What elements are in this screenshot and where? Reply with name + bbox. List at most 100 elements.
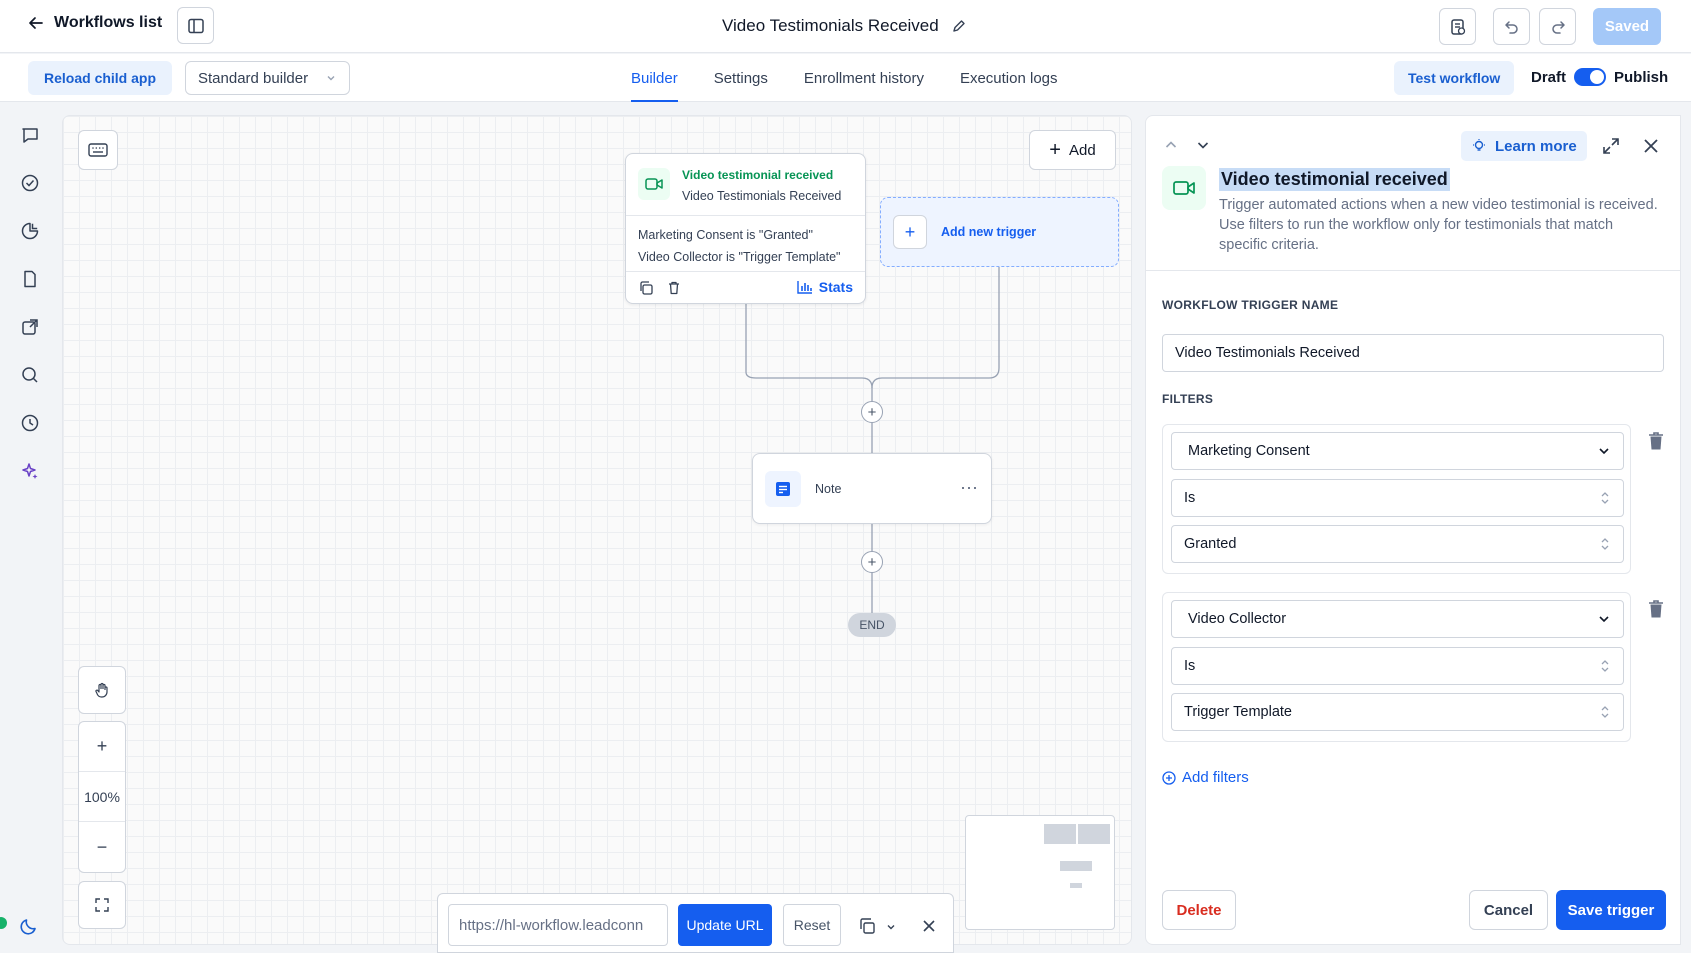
learn-more-label: Learn more (1495, 137, 1577, 155)
undo-icon (1504, 20, 1518, 34)
copy-icon[interactable] (858, 917, 876, 935)
trigger-name-input[interactable]: Video Testimonials Received (1162, 334, 1664, 372)
moon-theme-icon[interactable] (19, 914, 41, 936)
trigger-type-label: Video testimonial received (682, 168, 834, 182)
url-input[interactable] (448, 904, 668, 946)
test-workflow-button[interactable]: Test workflow (1394, 61, 1515, 95)
redo-button[interactable] (1539, 8, 1576, 45)
stats-label: Stats (818, 279, 853, 295)
trigger-condition: Video Collector is "Trigger Template" (638, 250, 841, 264)
trigger-condition: Marketing Consent is "Granted" (638, 228, 813, 242)
history-clock-icon[interactable] (19, 412, 41, 434)
delete-filter-button[interactable] (1646, 430, 1666, 452)
filter-field-select[interactable]: Marketing Consent (1171, 432, 1624, 470)
notes-button[interactable] (1439, 8, 1476, 45)
delete-filter-button[interactable] (1646, 598, 1666, 620)
plus-icon: + (1049, 139, 1061, 161)
update-url-button[interactable]: Update URL (678, 904, 772, 946)
bar-chart-icon (797, 281, 812, 294)
ai-sparkle-icon[interactable] (19, 460, 41, 482)
publish-label: Publish (1614, 68, 1669, 86)
draft-label: Draft (1531, 68, 1567, 86)
builder-mode-select[interactable]: Standard builder (185, 61, 350, 95)
add-filters-link[interactable]: Add filters (1162, 769, 1249, 786)
learn-more-button[interactable]: Learn more (1461, 131, 1587, 161)
tab-settings[interactable]: Settings (713, 69, 768, 87)
child-app-url-bar: Update URL Reset (437, 893, 954, 953)
online-status-dot (0, 917, 7, 929)
tab-builder[interactable]: Builder (631, 54, 678, 102)
end-node: END (848, 613, 896, 637)
saved-button[interactable]: Saved (1593, 8, 1661, 45)
lightbulb-icon (1473, 139, 1485, 151)
search-icon[interactable] (19, 364, 41, 386)
toggle-sidebar-button[interactable] (177, 7, 214, 44)
sort-arrows-icon (1601, 538, 1609, 550)
tab-execution-logs[interactable]: Execution logs (959, 69, 1058, 87)
zoom-out-button[interactable]: − (79, 822, 125, 872)
pencil-edit-icon[interactable] (951, 18, 967, 34)
insert-step-button[interactable]: + (861, 401, 883, 423)
pie-chart-icon[interactable] (19, 220, 41, 242)
reload-child-app-button[interactable]: Reload child app (28, 61, 173, 95)
expand-icon (95, 898, 109, 912)
pan-hand-button[interactable] (78, 666, 126, 714)
hand-icon (95, 682, 108, 698)
add-new-trigger-label: Add new trigger (941, 225, 1037, 239)
document-icon[interactable] (19, 268, 41, 290)
note-node-card[interactable]: Note ⋯ (752, 453, 992, 524)
chevron-down-icon (1599, 616, 1609, 623)
undo-button[interactable] (1493, 8, 1530, 45)
filter-operator-select[interactable]: Is (1171, 479, 1624, 517)
filter-field-value: Video Collector (1188, 611, 1287, 627)
redo-icon (1551, 20, 1565, 34)
trigger-node-card[interactable]: Video testimonial received Video Testimo… (625, 153, 866, 304)
keyboard-shortcuts-button[interactable] (78, 130, 118, 170)
add-filters-label: Add filters (1182, 769, 1249, 786)
publish-toggle[interactable] (1574, 68, 1607, 86)
chevron-down-icon[interactable] (885, 921, 897, 933)
chevron-down-icon[interactable] (1195, 137, 1211, 153)
filter-value-select[interactable]: Granted (1171, 525, 1624, 563)
plus-icon: + (96, 736, 108, 756)
add-node-button[interactable]: + Add (1029, 130, 1116, 170)
chevron-up-icon[interactable] (1163, 137, 1179, 153)
trash-icon (1649, 600, 1663, 618)
back-to-workflows-link[interactable]: Workflows list (28, 14, 162, 32)
filter-value-select[interactable]: Trigger Template (1171, 693, 1624, 731)
more-options-icon[interactable]: ⋯ (960, 478, 979, 498)
close-icon[interactable] (1642, 137, 1660, 155)
trash-icon (1649, 432, 1663, 450)
keyboard-icon (88, 143, 108, 157)
builder-toolbar: Reload child app Standard builder Builde… (0, 54, 1691, 102)
expand-panel-icon[interactable] (1601, 136, 1621, 156)
close-icon[interactable] (922, 919, 936, 933)
filter-field-select[interactable]: Video Collector (1171, 600, 1624, 638)
note-icon (765, 470, 801, 507)
filter-operator-value: Is (1184, 658, 1196, 674)
copy-icon[interactable] (638, 280, 654, 296)
delete-trigger-button[interactable]: Delete (1162, 890, 1236, 930)
zoom-in-button[interactable]: + (79, 722, 125, 772)
chevron-down-icon (1599, 448, 1609, 455)
stats-link[interactable]: Stats (797, 279, 853, 295)
canvas-minimap[interactable] (965, 815, 1115, 930)
external-link-icon[interactable] (19, 316, 41, 338)
tab-enrollment-history[interactable]: Enrollment history (803, 69, 924, 87)
plus-icon: + (893, 215, 927, 249)
trash-icon[interactable] (666, 280, 682, 296)
panel-title: Video testimonial received (1219, 168, 1450, 191)
document-check-icon (1450, 18, 1465, 35)
insert-step-button[interactable]: + (861, 551, 883, 573)
sidebar-panel-icon (187, 18, 204, 33)
cancel-button[interactable]: Cancel (1469, 890, 1548, 930)
video-camera-icon (638, 168, 670, 200)
add-new-trigger-card[interactable]: + Add new trigger (880, 197, 1119, 267)
reset-button[interactable]: Reset (783, 904, 841, 946)
save-trigger-button[interactable]: Save trigger (1556, 890, 1666, 930)
sort-arrows-icon (1601, 492, 1609, 504)
check-circle-icon[interactable] (19, 172, 41, 194)
fit-view-button[interactable] (78, 881, 126, 929)
chat-bubble-icon[interactable] (19, 124, 41, 146)
filter-operator-select[interactable]: Is (1171, 647, 1624, 685)
